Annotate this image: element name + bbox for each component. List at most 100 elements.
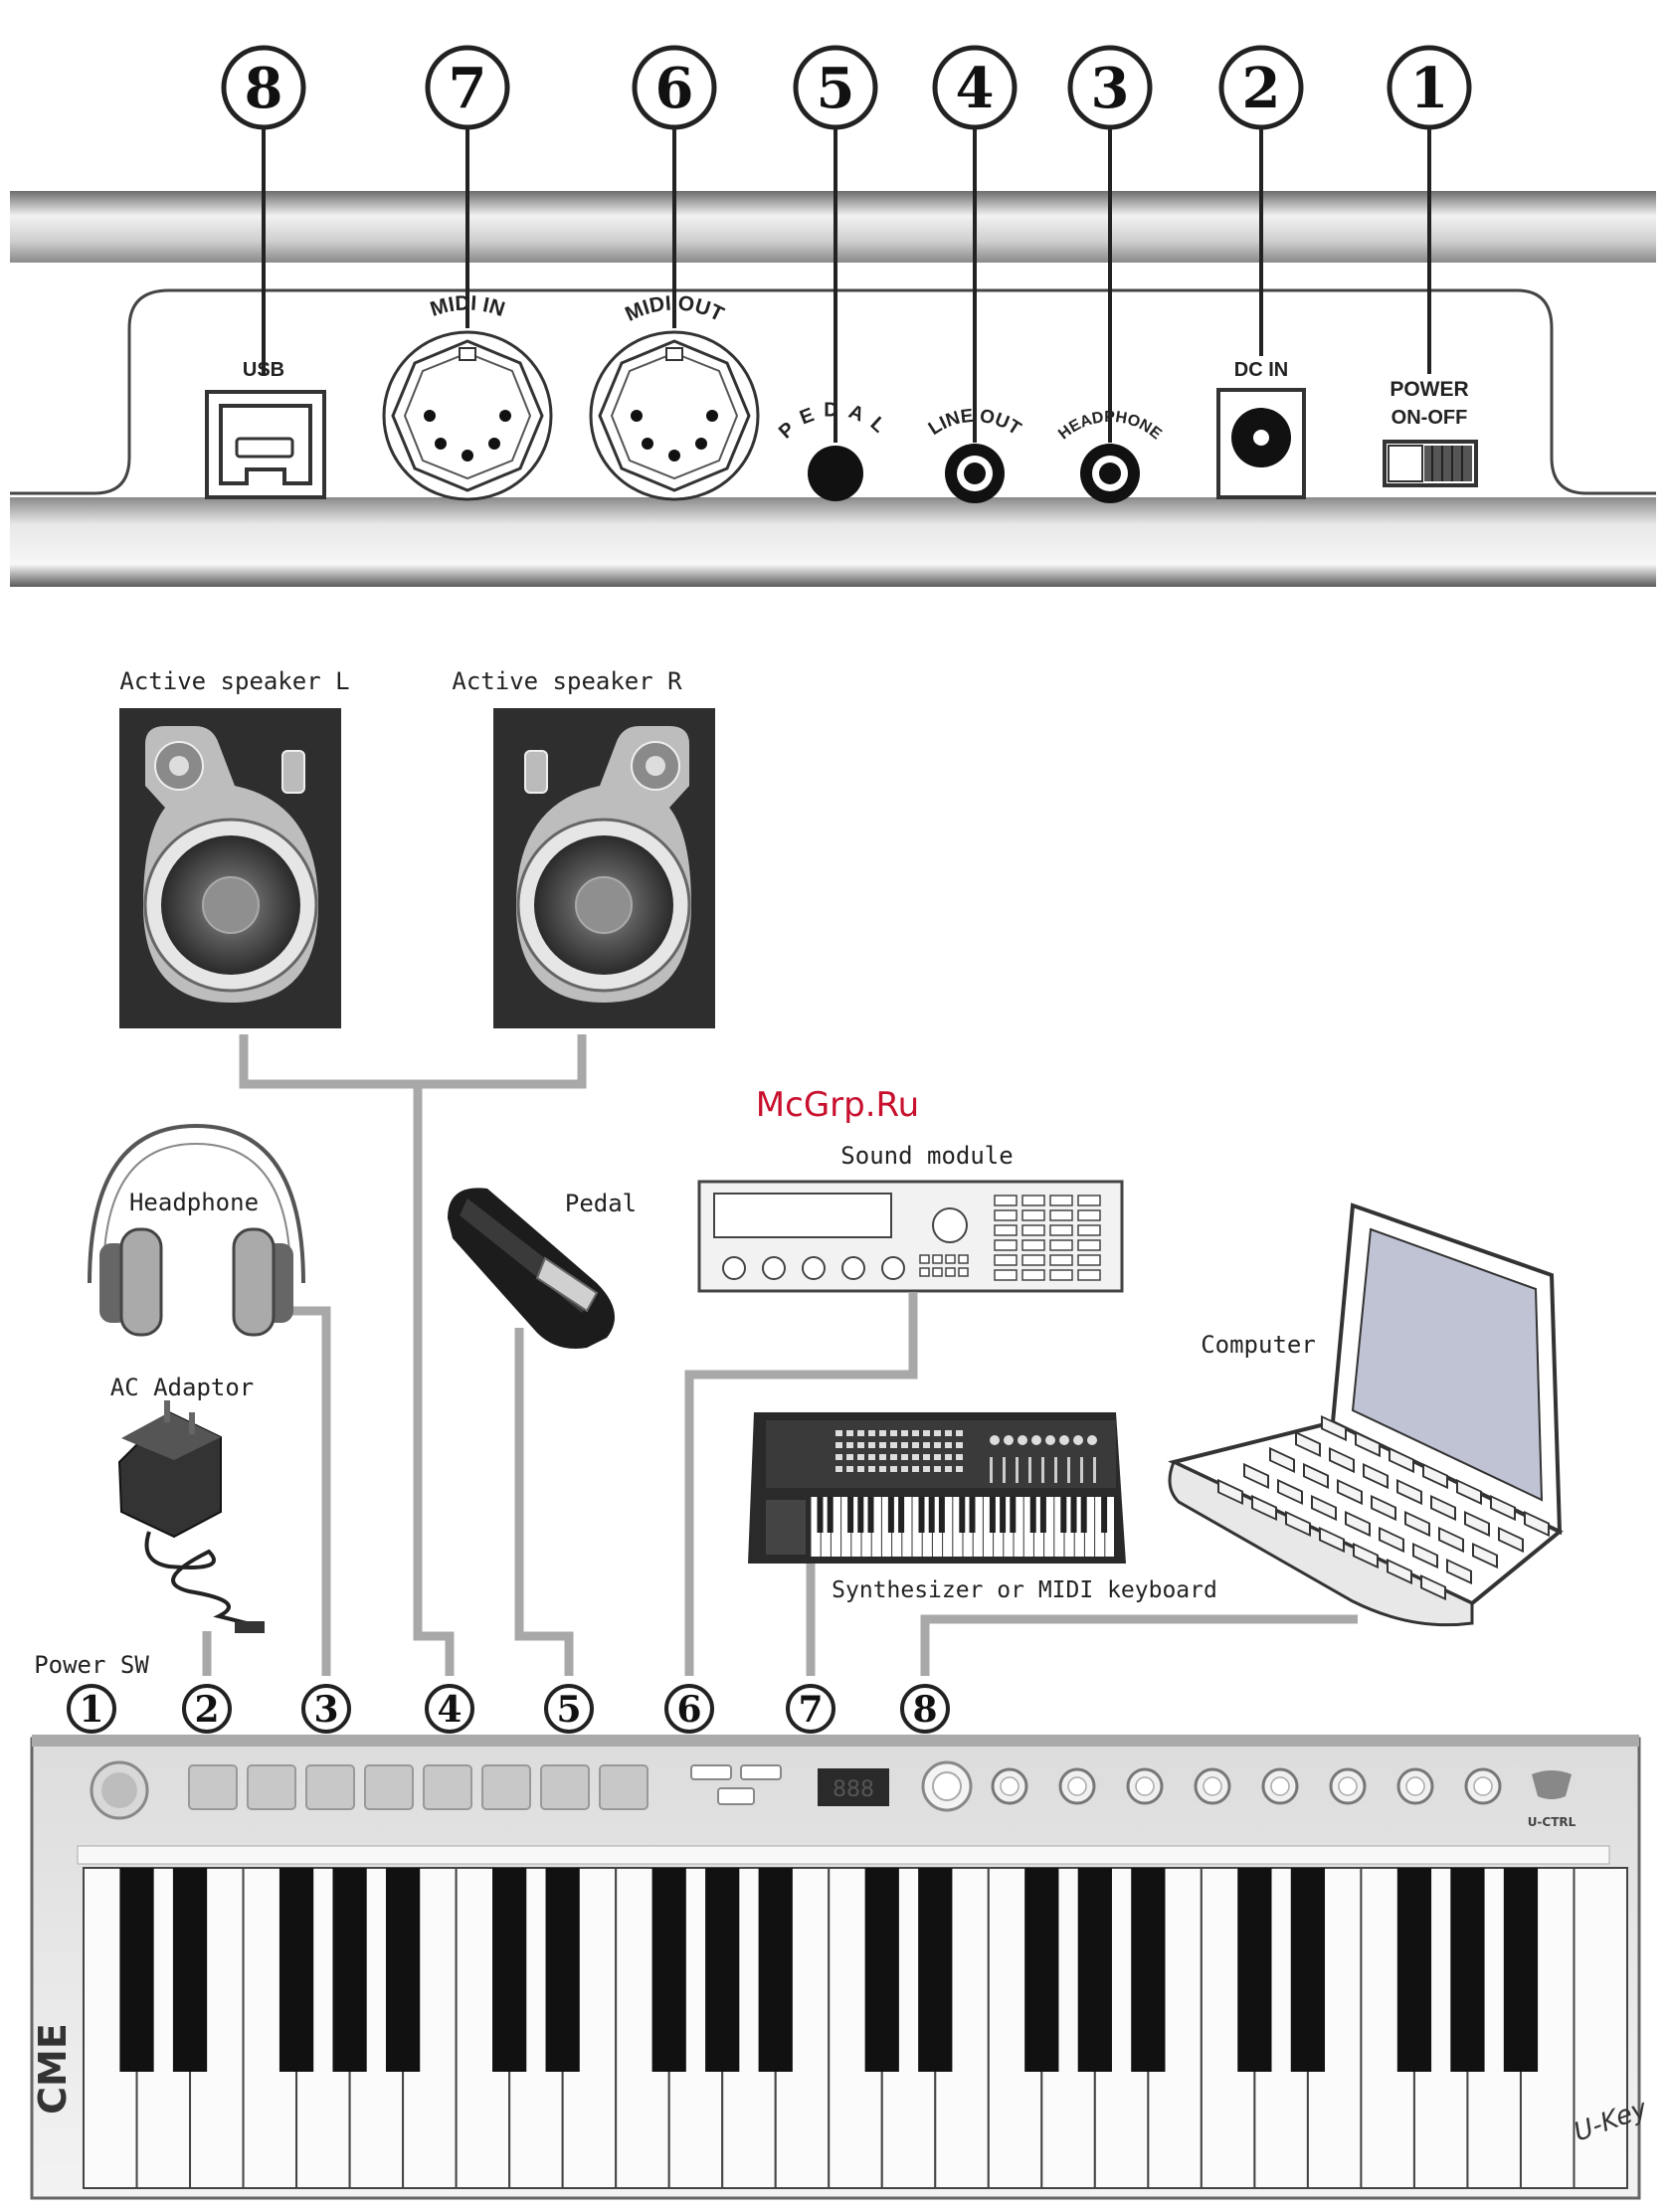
black-key <box>1024 1868 1058 2072</box>
synth-black-key <box>1101 1497 1107 1533</box>
module-small-button <box>920 1255 929 1263</box>
synth-button <box>857 1454 864 1460</box>
synth-button <box>956 1430 963 1436</box>
synth-knob <box>1073 1435 1083 1445</box>
synth-black-key <box>868 1497 874 1533</box>
encoder-knob-cap <box>1204 1777 1221 1795</box>
speaker-l-port <box>282 751 304 793</box>
usb-port: USB <box>207 359 324 497</box>
speaker-right: Active speaker R <box>452 667 715 1028</box>
synth-button <box>956 1442 963 1448</box>
synth-button <box>901 1466 908 1472</box>
panel-bottom-bar <box>10 497 1656 587</box>
synth-fader <box>1067 1457 1070 1483</box>
synth-button <box>923 1442 930 1448</box>
octave-up-button <box>741 1765 781 1779</box>
pedal-socket <box>808 446 863 501</box>
power-sub-label: ON-OFF <box>1391 407 1468 429</box>
black-key <box>119 1868 153 2072</box>
synthesizer: Synthesizer or MIDI keyboard <box>748 1412 1217 1603</box>
synth-button <box>934 1466 941 1472</box>
speaker-left: Active speaker L <box>119 667 350 1028</box>
synth-black-key <box>818 1497 824 1533</box>
synth-black-key <box>970 1497 976 1533</box>
brand-logo: CME <box>31 2023 75 2115</box>
power-sw-label: Power SW <box>34 1651 149 1679</box>
bottom-callouts: 12345678 <box>69 1686 948 1732</box>
synth-black-key <box>1030 1497 1036 1533</box>
line-out-cable <box>418 1084 450 1676</box>
module-data-wheel <box>933 1208 967 1242</box>
drum-pad <box>248 1765 295 1809</box>
adaptor-plug <box>235 1621 265 1633</box>
module-small-button <box>946 1255 955 1263</box>
module-lcd <box>714 1194 891 1237</box>
line-out-jack: LINE OUT <box>915 406 1034 503</box>
synth-button <box>857 1442 864 1448</box>
callout-number-4: 4 <box>956 56 995 121</box>
synth-button <box>835 1430 842 1436</box>
synth-knob <box>1045 1435 1055 1445</box>
synth-button <box>945 1430 952 1436</box>
module-grid-button <box>995 1255 1017 1265</box>
module-small-button <box>933 1268 942 1276</box>
module-grid-button <box>1078 1240 1100 1250</box>
synth-button <box>868 1430 875 1436</box>
kb-callout-number-5: 5 <box>556 1689 581 1731</box>
computer-label: Computer <box>1201 1331 1316 1359</box>
sustain-pedal: Pedal <box>448 1188 637 1349</box>
synth-button <box>956 1454 963 1460</box>
encoder-knob-cap <box>1136 1777 1154 1795</box>
synth-button <box>857 1430 864 1436</box>
adaptor-cord <box>147 1532 260 1626</box>
synth-button <box>835 1466 842 1472</box>
black-key <box>1450 1868 1484 2072</box>
computer-cable <box>925 1619 1358 1676</box>
speaker-l-label: Active speaker L <box>119 667 349 695</box>
synth-button <box>945 1454 952 1460</box>
synth-black-key <box>888 1497 894 1533</box>
ac-adaptor-label: AC Adaptor <box>110 1374 255 1401</box>
synth-black-key <box>1071 1497 1077 1533</box>
ac-adaptor: AC Adaptor <box>110 1374 265 1633</box>
usb-label: USB <box>243 359 284 381</box>
module-grid-button <box>1078 1225 1100 1235</box>
black-key <box>386 1868 420 2072</box>
headphone-cable <box>280 1311 326 1676</box>
adaptor-prong-1 <box>164 1400 170 1422</box>
synth-button <box>835 1442 842 1448</box>
drum-pad <box>600 1765 648 1809</box>
synth-fader <box>1093 1457 1096 1483</box>
line-out-socket-hole <box>964 462 986 484</box>
synth-button <box>912 1430 919 1436</box>
callout-number-2: 2 <box>1242 56 1281 121</box>
synth-button <box>846 1454 853 1460</box>
synth-black-key <box>1040 1497 1046 1533</box>
synth-button <box>846 1466 853 1472</box>
black-key <box>1131 1868 1165 2072</box>
synth-button <box>923 1454 930 1460</box>
module-grid-button <box>995 1196 1017 1205</box>
module-grid-button <box>995 1270 1017 1280</box>
keyboard-top-edge <box>32 1735 1639 1747</box>
synth-button <box>868 1466 875 1472</box>
synth-black-key <box>1060 1497 1066 1533</box>
synth-black-key <box>939 1497 945 1533</box>
callout-number-6: 6 <box>655 56 694 121</box>
black-key <box>546 1868 580 2072</box>
synth-black-key <box>919 1497 925 1533</box>
synth-fader <box>1041 1457 1044 1483</box>
adaptor-prong-2 <box>189 1412 195 1434</box>
kb-callout-number-1: 1 <box>79 1689 103 1731</box>
callout-number-5: 5 <box>817 56 855 121</box>
synth-button <box>857 1466 864 1472</box>
drum-pad <box>306 1765 354 1809</box>
dc-in-jack: DC IN <box>1218 359 1304 497</box>
black-key <box>918 1868 952 2072</box>
synth-button <box>934 1430 941 1436</box>
module-small-button <box>959 1268 968 1276</box>
synth-fader <box>990 1457 993 1483</box>
panel-top-bar <box>10 191 1656 263</box>
module-grid-button <box>1022 1225 1044 1235</box>
